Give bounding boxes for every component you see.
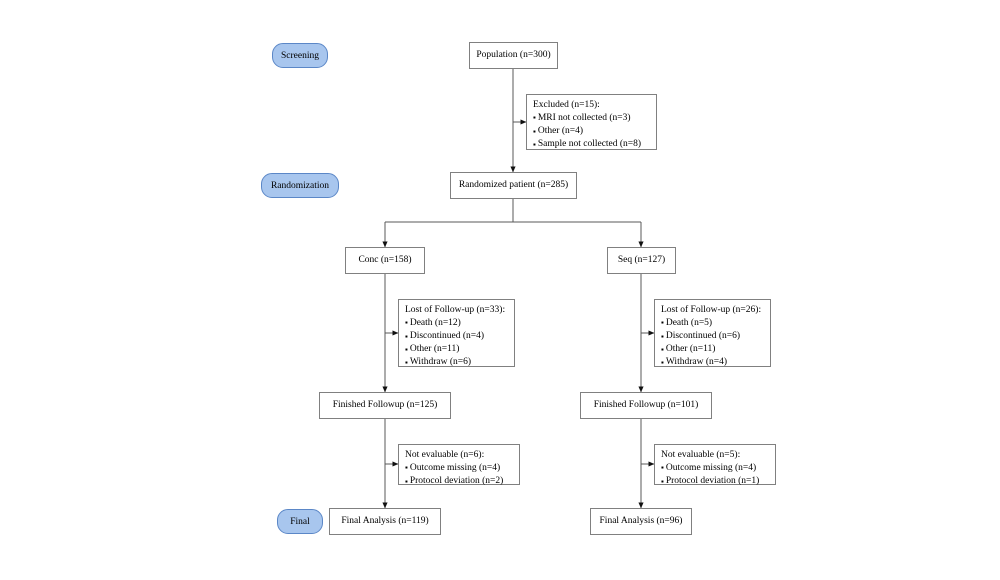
node-arm-seq: Seq (n=127) <box>607 247 676 274</box>
node-finished-followup-seq: Finished Followup (n=101) <box>580 392 712 419</box>
bullet-icon: ▪ <box>533 113 536 123</box>
node-excluded-item-2-text: Sample not collected (n=8) <box>537 139 642 150</box>
bullet-icon: ▪ <box>661 357 664 367</box>
node-not-evaluable-conc-item-0-text: Outcome missing (n=4) <box>409 463 501 474</box>
node-excluded-item-1: ▪Other (n=4) <box>533 125 649 138</box>
node-not-evaluable-conc-title: Not evaluable (n=6): <box>405 450 485 460</box>
stage-label-screening: Screening <box>272 43 328 68</box>
node-excluded-title: Excluded (n=15): <box>533 100 600 110</box>
node-not-evaluable-seq-item-1: ▪Protocol deviation (n=1) <box>661 475 768 488</box>
node-final-analysis-conc-label: Final Analysis (n=119) <box>341 515 429 526</box>
node-lost-followup-seq-item-2: ▪Other (n=11) <box>661 343 763 356</box>
bullet-icon: ▪ <box>661 318 664 328</box>
node-lost-followup-seq-item-0: ▪Death (n=5) <box>661 317 763 330</box>
node-randomized-patient-label: Randomized patient (n=285) <box>458 179 569 190</box>
node-excluded-item-0: ▪MRI not collected (n=3) <box>533 112 649 125</box>
connector-randomized-split <box>385 199 641 223</box>
node-final-analysis-seq-label: Final Analysis (n=96) <box>599 515 683 526</box>
bullet-icon: ▪ <box>405 344 408 354</box>
bullet-icon: ▪ <box>533 126 536 136</box>
node-not-evaluable-seq-title: Not evaluable (n=5): <box>661 450 741 460</box>
node-lost-followup-conc-item-0-text: Death (n=12) <box>409 318 461 329</box>
bullet-icon: ▪ <box>661 331 664 341</box>
bullet-icon: ▪ <box>405 357 408 367</box>
node-lost-followup-conc-item-1-text: Discontinued (n=4) <box>409 331 485 342</box>
node-not-evaluable-seq: Not evaluable (n=5): ▪Outcome missing (n… <box>654 444 776 488</box>
stage-label-final-text: Final <box>290 516 310 527</box>
node-arm-conc: Conc (n=158) <box>345 247 425 274</box>
node-lost-followup-conc-item-0: ▪Death (n=12) <box>405 317 507 330</box>
node-lost-followup-seq-item-1-text: Discontinued (n=6) <box>665 331 741 342</box>
bullet-icon: ▪ <box>405 331 408 341</box>
node-final-analysis-conc: Final Analysis (n=119) <box>329 508 441 535</box>
bullet-icon: ▪ <box>661 463 664 473</box>
node-lost-followup-conc-item-2: ▪Other (n=11) <box>405 343 507 356</box>
node-population-label: Population (n=300) <box>476 49 551 60</box>
node-arm-conc-label: Conc (n=158) <box>358 254 412 265</box>
node-lost-followup-conc-title: Lost of Follow-up (n=33): <box>405 305 506 315</box>
node-not-evaluable-conc: Not evaluable (n=6): ▪Outcome missing (n… <box>398 444 520 488</box>
node-not-evaluable-conc-item-0: ▪Outcome missing (n=4) <box>405 462 512 475</box>
node-lost-followup-conc-item-2-text: Other (n=11) <box>409 344 460 355</box>
node-lost-followup-seq-item-2-text: Other (n=11) <box>665 344 716 355</box>
bullet-icon: ▪ <box>405 463 408 473</box>
bullet-icon: ▪ <box>405 476 408 486</box>
node-not-evaluable-conc-item-1-text: Protocol deviation (n=2) <box>409 476 504 487</box>
bullet-icon: ▪ <box>533 139 536 149</box>
node-lost-followup-seq-item-1: ▪Discontinued (n=6) <box>661 330 763 343</box>
node-excluded-item-2: ▪Sample not collected (n=8) <box>533 138 649 151</box>
node-excluded-item-0-text: MRI not collected (n=3) <box>537 113 631 124</box>
stage-label-final: Final <box>277 509 323 534</box>
node-lost-followup-seq-item-3-text: Withdraw (n=4) <box>665 357 728 368</box>
node-lost-followup-seq-item-3: ▪Withdraw (n=4) <box>661 356 763 369</box>
node-finished-followup-conc-label: Finished Followup (n=125) <box>332 399 438 410</box>
connector-population-to-excluded <box>512 69 527 125</box>
node-lost-followup-seq-title: Lost of Follow-up (n=26): <box>661 305 762 315</box>
node-not-evaluable-seq-item-0-text: Outcome missing (n=4) <box>665 463 757 474</box>
node-finished-followup-conc: Finished Followup (n=125) <box>319 392 451 419</box>
node-finished-followup-seq-label: Finished Followup (n=101) <box>593 399 699 410</box>
node-lost-followup-conc-item-1: ▪Discontinued (n=4) <box>405 330 507 343</box>
node-lost-followup-conc: Lost of Follow-up (n=33): ▪Death (n=12) … <box>398 299 515 367</box>
node-lost-followup-seq: Lost of Follow-up (n=26): ▪Death (n=5) ▪… <box>654 299 771 367</box>
node-final-analysis-seq: Final Analysis (n=96) <box>590 508 692 535</box>
node-lost-followup-conc-item-3: ▪Withdraw (n=6) <box>405 356 507 369</box>
node-population: Population (n=300) <box>469 42 558 69</box>
node-excluded-item-1-text: Other (n=4) <box>537 126 584 137</box>
bullet-icon: ▪ <box>661 476 664 486</box>
node-not-evaluable-conc-item-1: ▪Protocol deviation (n=2) <box>405 475 512 488</box>
bullet-icon: ▪ <box>661 344 664 354</box>
node-lost-followup-seq-item-0-text: Death (n=5) <box>665 318 713 329</box>
node-excluded: Excluded (n=15): ▪MRI not collected (n=3… <box>526 94 657 150</box>
node-lost-followup-conc-item-3-text: Withdraw (n=6) <box>409 357 472 368</box>
node-not-evaluable-seq-item-0: ▪Outcome missing (n=4) <box>661 462 768 475</box>
stage-label-randomization: Randomization <box>261 173 339 198</box>
node-not-evaluable-seq-item-1-text: Protocol deviation (n=1) <box>665 476 760 487</box>
node-arm-seq-label: Seq (n=127) <box>617 254 666 265</box>
stage-label-screening-text: Screening <box>281 50 319 61</box>
stage-label-randomization-text: Randomization <box>270 180 330 191</box>
node-randomized-patient: Randomized patient (n=285) <box>450 172 577 199</box>
bullet-icon: ▪ <box>405 318 408 328</box>
